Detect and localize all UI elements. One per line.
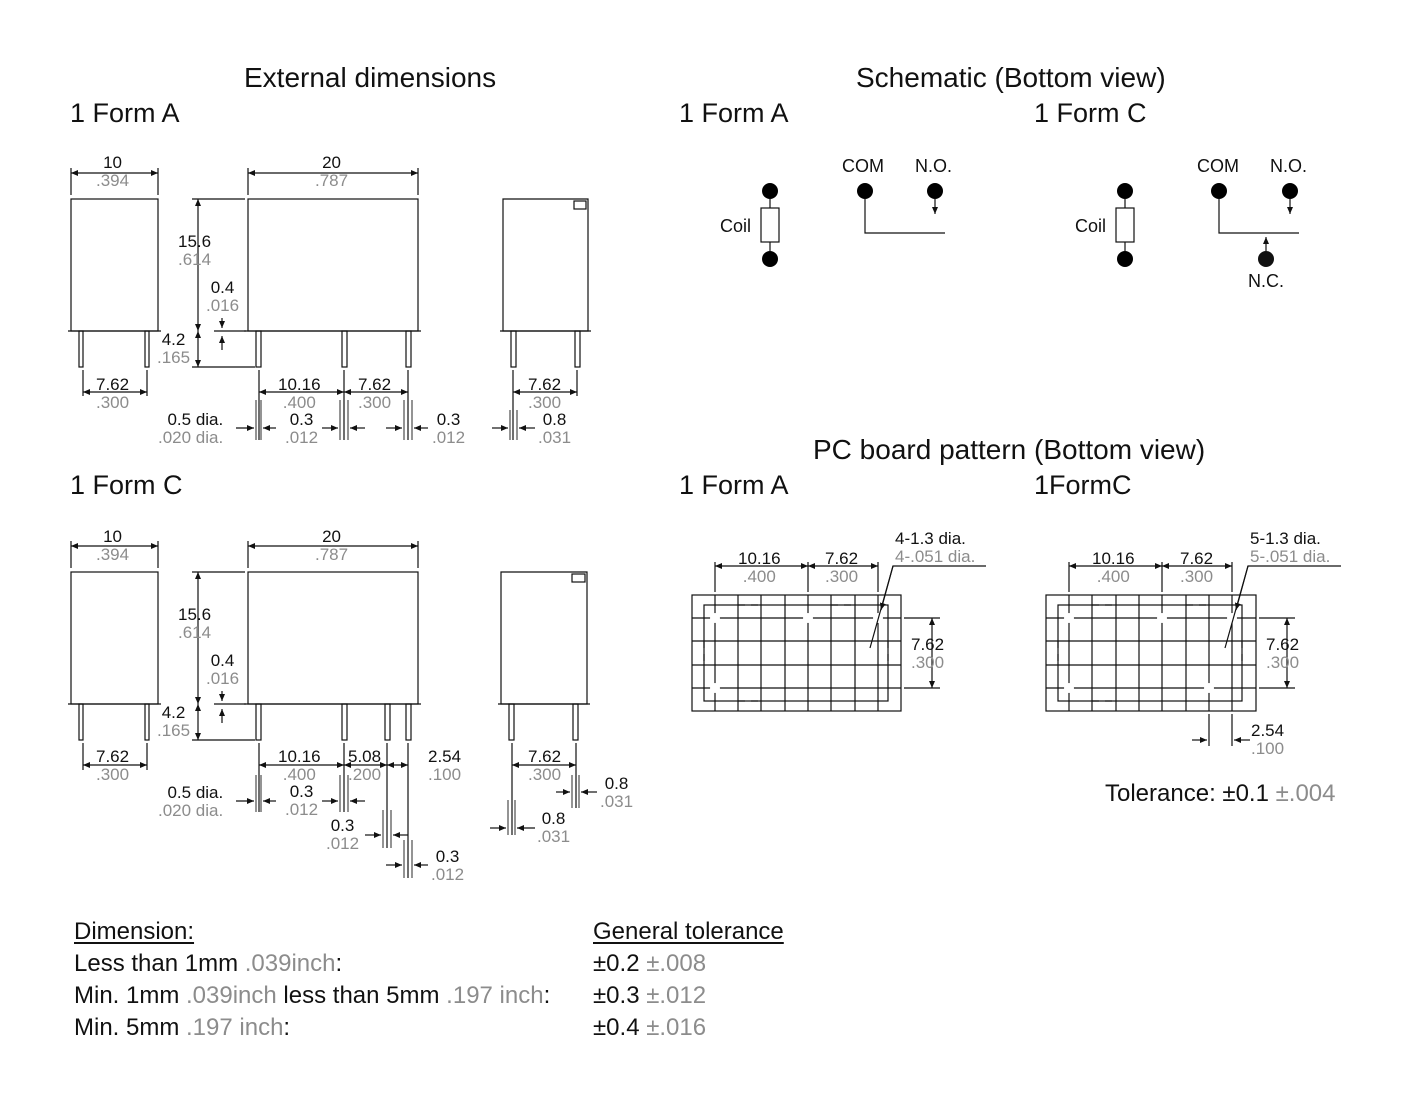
general-tolerance-header: General tolerance: [593, 918, 784, 945]
tolerance-row-2-dimension: Min. 1mm .039inch less than 5mm .197 inc…: [74, 982, 551, 1009]
dim-c-pin-spacing-10-16: 10.16.400: [278, 747, 321, 784]
sch-c-com-label: COM: [1197, 156, 1239, 176]
tolerance-row-1-value: ±0.2 ±.008: [593, 950, 707, 977]
dim-width-10: 10.394: [96, 153, 130, 190]
dim-c-width-20: 20.787: [315, 527, 349, 564]
dim-c-height-15-6: 15.6.614: [178, 605, 212, 642]
dim-c-pin-thickness-0-3-b: 0.3.012: [326, 816, 360, 853]
pcb-c-vertical-7-62: 7.62.300: [1266, 635, 1300, 672]
dim-pin-thickness-0-3: 0.3.012: [285, 410, 319, 447]
pcb-c-spacing-2-54: 2.54.100: [1251, 721, 1285, 758]
pcb-form-a-heading: 1 Form A: [679, 470, 789, 500]
ext-form-c-heading: 1 Form C: [70, 470, 183, 500]
form-a-end-view: [492, 198, 591, 440]
dim-pin-thickness-0-3-b: 0.3.012: [432, 410, 466, 447]
dim-c-width-10: 10.394: [96, 527, 130, 564]
pcb-a-vertical-7-62: 7.62.300: [911, 635, 945, 672]
dimension-header: Dimension:: [74, 918, 195, 945]
dim-width-20: 20.787: [315, 153, 349, 190]
dim-c-pin-width-0-8-b: 0.8.031: [537, 809, 571, 846]
sch-form-a-heading: 1 Form A: [679, 98, 789, 128]
dim-pin-4-2: 4.2.165: [157, 330, 191, 367]
pcb-a-hole-dia: 4-1.3 dia.4-.051 dia.: [895, 529, 976, 566]
dim-c-pin-spacing-5-08: 5.08.200: [348, 747, 382, 784]
sch-a-com-label: COM: [842, 156, 884, 176]
schematic-form-c: [1115, 183, 1299, 267]
dim-c-pin-4-2: 4.2.165: [157, 703, 191, 740]
dim-pin-spacing-7-62-c: 7.62.300: [528, 375, 562, 412]
pcb-c-spacing-7-62: 7.62.300: [1180, 549, 1214, 586]
schematic-form-a: [760, 183, 945, 267]
form-a-front-view: [192, 168, 428, 440]
pcb-tolerance-note: Tolerance: ±0.1 ±.004: [1105, 780, 1336, 807]
pcb-form-a-grid: [691, 562, 986, 712]
external-dimensions-title: External dimensions: [244, 62, 497, 93]
form-c-end-view: [490, 571, 597, 835]
sch-c-no-label: N.O.: [1270, 156, 1308, 176]
schematic-title: Schematic (Bottom view): [856, 62, 1166, 93]
tolerance-row-3-dimension: Min. 5mm .197 inch:: [74, 1014, 291, 1041]
pcb-a-spacing-10-16: 10.16.400: [738, 549, 781, 586]
pcb-c-hole-dia: 5-1.3 dia.5-.051 dia.: [1250, 529, 1331, 566]
sch-c-coil-label: Coil: [1075, 216, 1107, 236]
dim-pin-dia: 0.5 dia..020 dia.: [158, 410, 224, 447]
sch-form-c-heading: 1 Form C: [1034, 98, 1147, 128]
dim-c-pin-thickness-0-3-c: 0.3.012: [431, 847, 465, 884]
sch-c-nc-label: N.C.: [1248, 271, 1284, 291]
tolerance-row-2-value: ±0.3 ±.012: [593, 982, 707, 1009]
dim-pin-spacing-7-62: 7.62.300: [96, 375, 130, 412]
dim-c-pin-dia: 0.5 dia..020 dia.: [158, 783, 224, 820]
tolerance-row-1-dimension: Less than 1mm .039inch:: [74, 950, 343, 977]
tolerance-row-3-value: ±0.4 ±.016: [593, 1014, 707, 1041]
dim-gap-0-4: 0.4.016: [206, 278, 240, 315]
dim-pin-spacing-7-62-b: 7.62.300: [358, 375, 392, 412]
sch-a-no-label: N.O.: [915, 156, 953, 176]
dim-c-pin-width-0-8-a: 0.8.031: [600, 774, 634, 811]
pcb-pattern-title: PC board pattern (Bottom view): [813, 434, 1206, 465]
dim-pin-width-0-8: 0.8.031: [538, 410, 572, 447]
pcb-a-spacing-7-62: 7.62.300: [825, 549, 859, 586]
ext-form-a-heading: 1 Form A: [70, 98, 180, 128]
dim-c-pin-spacing-7-62-c: 7.62.300: [528, 747, 562, 784]
dim-c-pin-spacing-2-54: 2.54.100: [428, 747, 462, 784]
form-c-side-view: [68, 541, 161, 770]
dim-c-pin-spacing-7-62: 7.62.300: [96, 747, 130, 784]
pcb-form-c-grid: [1045, 562, 1341, 746]
pcb-c-spacing-10-16: 10.16.400: [1092, 549, 1135, 586]
form-a-side-view: [68, 168, 161, 396]
pcb-form-c-heading: 1FormC: [1034, 470, 1132, 500]
dim-height-15-6: 15.6.614: [178, 232, 212, 269]
dim-pin-spacing-10-16: 10.16.400: [278, 375, 321, 412]
dim-c-gap-0-4: 0.4.016: [206, 651, 240, 688]
sch-a-coil-label: Coil: [720, 216, 752, 236]
dim-c-pin-thickness-0-3: 0.3.012: [285, 782, 319, 819]
form-c-front-view: [192, 541, 428, 878]
